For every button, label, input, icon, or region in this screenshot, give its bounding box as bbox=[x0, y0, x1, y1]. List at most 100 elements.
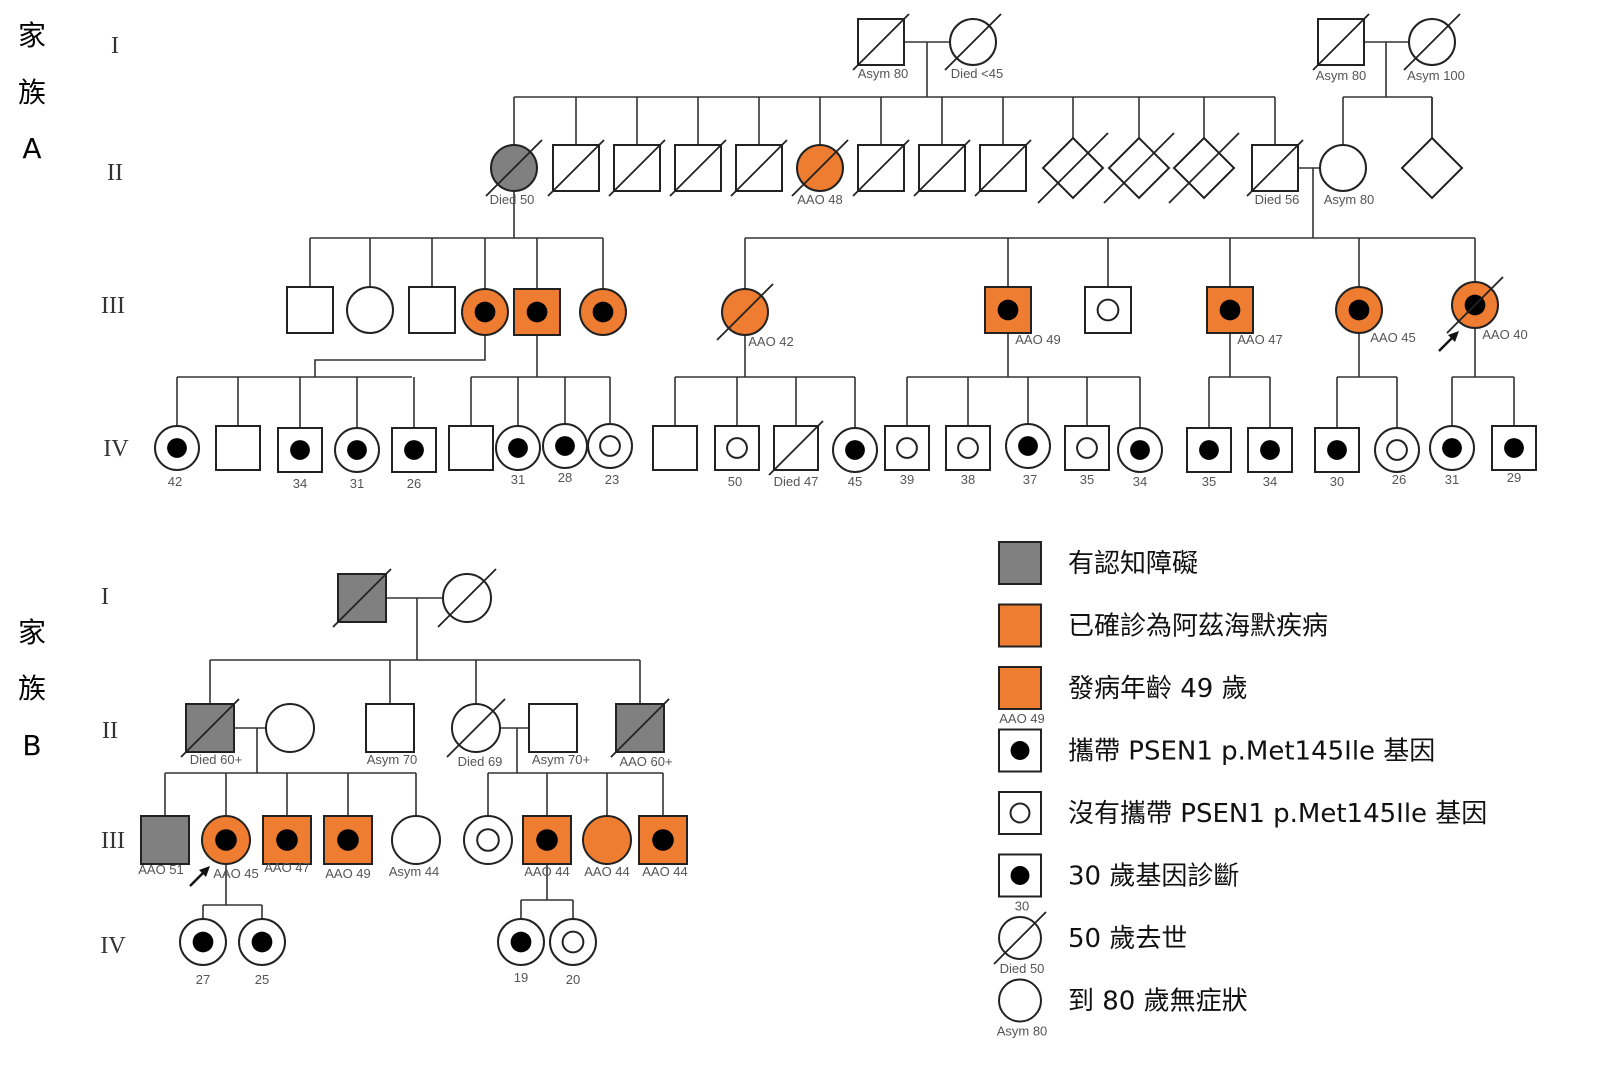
carrier-dot-icon bbox=[337, 829, 359, 851]
carrier-dot-icon bbox=[997, 299, 1019, 321]
deceased-slash-icon bbox=[446, 698, 506, 758]
individual-A-II-9 bbox=[974, 139, 1032, 197]
individual-A-II-3 bbox=[608, 139, 666, 197]
generation-label: I bbox=[111, 33, 119, 59]
carrier-dot-icon bbox=[192, 931, 214, 953]
carrier-dot-icon bbox=[1010, 741, 1030, 760]
individual-A-II-2 bbox=[547, 139, 605, 197]
male-square-icon bbox=[528, 703, 578, 753]
individual-A-II-11 bbox=[1103, 132, 1175, 204]
individual-B-II-3: Asym 70 bbox=[365, 703, 418, 767]
individual-A-III-2 bbox=[346, 286, 394, 334]
individual-label: AAO 60+ bbox=[619, 754, 672, 769]
individual-A-II-5 bbox=[730, 139, 788, 197]
female-circle-icon bbox=[463, 815, 513, 865]
individual-label: AAO 49 bbox=[1015, 332, 1061, 347]
deceased-slash-icon bbox=[730, 139, 788, 197]
individual-label: 45 bbox=[848, 474, 862, 489]
individual-label: 35 bbox=[1202, 474, 1216, 489]
individual-A-II-6: AAO 48 bbox=[791, 139, 849, 207]
deceased-slash-icon bbox=[547, 139, 605, 197]
deceased-slash-icon bbox=[1446, 276, 1504, 334]
male-square-icon bbox=[286, 286, 334, 334]
individual-A-IV-23: 31 bbox=[1429, 425, 1475, 487]
individual-label: AAO 51 bbox=[138, 862, 184, 877]
individual-A-IV-13: 45 bbox=[832, 427, 878, 489]
individual-label: 31 bbox=[350, 476, 364, 491]
legend-symbol-label: Asym 80 bbox=[997, 1024, 1048, 1039]
individual-label: AAO 49 bbox=[325, 866, 371, 881]
carrier-dot-icon bbox=[1018, 436, 1038, 456]
individual-label: AAO 44 bbox=[524, 864, 570, 879]
carrier-dot-icon bbox=[1504, 438, 1524, 458]
individual-legend-7 bbox=[998, 978, 1042, 1023]
individual-A-I-1: Asym 80 bbox=[852, 13, 910, 81]
individual-A-IV-16: 37 bbox=[1005, 423, 1051, 487]
individual-B-II-1: Died 60+ bbox=[180, 698, 242, 767]
individual-label: Asym 70 bbox=[367, 752, 418, 767]
legend-symbol-label: Died 50 bbox=[1000, 961, 1045, 976]
individual-A-III-3 bbox=[408, 286, 456, 334]
noncarrier-ring-icon bbox=[561, 930, 585, 954]
individual-label: 30 bbox=[1330, 474, 1344, 489]
noncarrier-ring-icon bbox=[957, 437, 979, 459]
individual-A-III-5 bbox=[513, 288, 561, 336]
individual-label: Asym 100 bbox=[1407, 68, 1465, 83]
individual-label: 50 bbox=[728, 474, 742, 489]
individual-label: 26 bbox=[1392, 472, 1406, 487]
carrier-dot-icon bbox=[1219, 299, 1241, 321]
individual-A-II-15 bbox=[1400, 136, 1464, 200]
noncarrier-ring-icon bbox=[1076, 437, 1098, 459]
generation-label: II bbox=[102, 718, 118, 744]
individual-A-III-12: AAO 40 bbox=[1438, 276, 1528, 352]
unknown-sex-diamond-icon bbox=[1400, 136, 1464, 200]
male-square-icon bbox=[140, 815, 190, 865]
individual-label: 25 bbox=[255, 972, 269, 987]
carrier-dot-icon bbox=[536, 829, 558, 851]
individual-A-I-3: Asym 80 bbox=[1312, 13, 1370, 83]
individual-A-IV-14: 39 bbox=[884, 425, 930, 487]
legend-item: 已確診為阿茲海默疾病 bbox=[998, 603, 1328, 648]
individual-label: Died 47 bbox=[774, 474, 819, 489]
individual-label: Asym 80 bbox=[858, 66, 909, 81]
deceased-slash-icon bbox=[437, 568, 497, 628]
deceased-slash-icon bbox=[852, 13, 910, 71]
individual-legend-1 bbox=[998, 603, 1042, 648]
generation-label: IV bbox=[103, 436, 129, 462]
individual-A-II-14: Asym 80 bbox=[1319, 144, 1374, 207]
individual-B-IV-4: 20 bbox=[549, 918, 597, 987]
individual-A-I-2: Died <45 bbox=[944, 13, 1003, 81]
individual-A-II-12 bbox=[1168, 132, 1240, 204]
individual-legend-6 bbox=[993, 911, 1047, 965]
female-circle-icon bbox=[587, 423, 633, 469]
family-title-char: 族 bbox=[18, 76, 46, 109]
family-title-char: 家 bbox=[18, 616, 46, 649]
carrier-dot-icon bbox=[347, 440, 367, 460]
generation-label: III bbox=[101, 293, 125, 319]
carrier-dot-icon bbox=[526, 301, 548, 323]
deceased-slash-icon bbox=[485, 139, 543, 197]
individual-legend-2 bbox=[998, 666, 1042, 710]
noncarrier-ring-icon bbox=[726, 437, 748, 459]
deceased-slash-icon bbox=[1103, 132, 1175, 204]
individual-A-III-8: AAO 49 bbox=[984, 286, 1061, 347]
legend-text: 發病年齡 49 歲 bbox=[1068, 674, 1248, 704]
individual-label: 35 bbox=[1080, 472, 1094, 487]
family-title-char: B bbox=[22, 729, 41, 762]
individual-A-IV-11: 50 bbox=[714, 425, 760, 489]
male-square-icon bbox=[998, 666, 1042, 710]
individual-B-IV-3: 19 bbox=[497, 918, 545, 985]
carrier-dot-icon bbox=[1348, 299, 1370, 321]
individual-label: AAO 48 bbox=[797, 192, 843, 207]
deceased-slash-icon bbox=[974, 139, 1032, 197]
female-circle-icon bbox=[549, 918, 597, 966]
relationship-line bbox=[314, 335, 486, 377]
individual-label: 37 bbox=[1023, 472, 1037, 487]
individual-B-III-3: AAO 47 bbox=[262, 815, 312, 875]
legend-text: 沒有攜帶 PSEN1 p.Met145Ile 基因 bbox=[1068, 799, 1487, 829]
individual-A-IV-10 bbox=[652, 425, 698, 471]
individual-A-IV-21: 30 bbox=[1314, 427, 1360, 489]
individual-label: 29 bbox=[1507, 470, 1521, 485]
carrier-dot-icon bbox=[510, 931, 532, 953]
